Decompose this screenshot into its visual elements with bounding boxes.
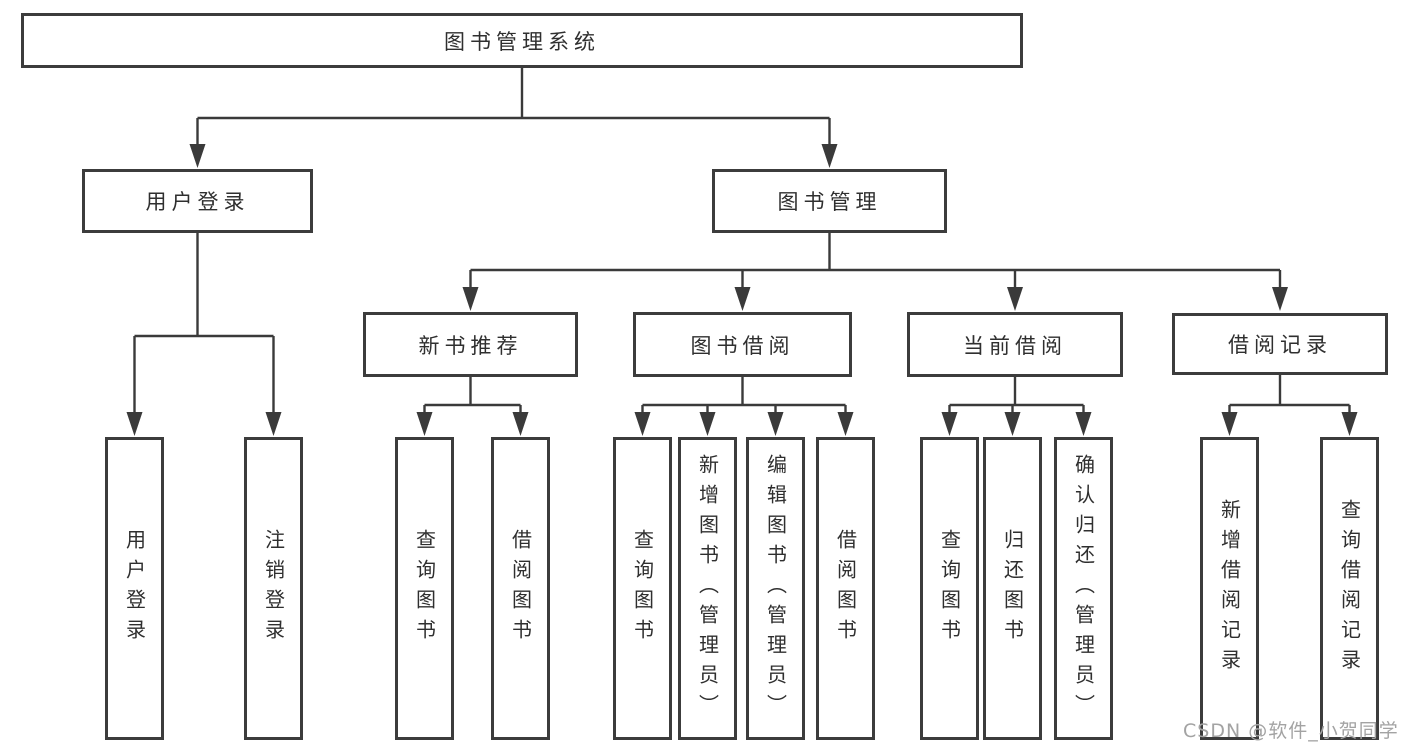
leaf-label: 查询图书 <box>412 528 437 649</box>
node-label: 图书管理 <box>777 190 882 214</box>
node-label: 图书借阅 <box>690 333 795 358</box>
leaf-label: 借阅图书 <box>508 528 533 649</box>
leaf-query-books-borrow: 查询图书 <box>613 437 672 740</box>
csdn-watermark: CSDN @软件_小贺同学 <box>1183 720 1399 742</box>
node-label: 图书管理系统 <box>444 29 600 54</box>
leaf-confirm-return-admin: 确认归还（管理员） <box>1054 437 1113 740</box>
leaf-user-login: 用户登录 <box>105 437 164 740</box>
node-library-management-system: 图书管理系统 <box>21 13 1023 68</box>
leaf-label: 注销登录 <box>261 528 286 649</box>
leaf-return-books: 归还图书 <box>983 437 1042 740</box>
leaf-borrow-books-recommend: 借阅图书 <box>491 437 550 740</box>
leaf-query-borrow-record: 查询借阅记录 <box>1320 437 1379 740</box>
node-user-login: 用户登录 <box>82 169 313 233</box>
node-book-management: 图书管理 <box>712 169 947 233</box>
leaf-borrow-books: 借阅图书 <box>816 437 875 740</box>
node-label: 当前借阅 <box>963 333 1067 358</box>
leaf-query-books-recommend: 查询图书 <box>395 437 454 740</box>
node-label: 借阅记录 <box>1228 333 1332 357</box>
leaf-label: 查询图书 <box>630 528 655 649</box>
leaf-label: 用户登录 <box>122 528 147 649</box>
leaf-add-borrow-record: 新增借阅记录 <box>1200 437 1259 740</box>
node-label: 新书推荐 <box>418 333 523 358</box>
node-borrowing-records: 借阅记录 <box>1172 313 1388 375</box>
leaf-logout: 注销登录 <box>244 437 303 740</box>
leaf-label: 借阅图书 <box>833 528 858 649</box>
leaf-label: 查询借阅记录 <box>1337 498 1362 679</box>
leaf-query-books-current: 查询图书 <box>920 437 979 740</box>
leaf-label: 编辑图书（管理员） <box>763 453 788 724</box>
leaf-label: 查询图书 <box>937 528 962 649</box>
node-label: 用户登录 <box>145 190 250 214</box>
connector-strokes <box>133 68 1351 414</box>
leaf-edit-books-admin: 编辑图书（管理员） <box>746 437 805 740</box>
leaf-label: 归还图书 <box>1000 528 1025 649</box>
leaf-label: 新增借阅记录 <box>1217 498 1242 679</box>
node-book-borrowing: 图书借阅 <box>633 312 852 377</box>
node-new-book-recommendation: 新书推荐 <box>363 312 578 377</box>
leaf-add-books-admin: 新增图书（管理员） <box>678 437 737 740</box>
arrowheads <box>126 144 1358 436</box>
leaf-label: 确认归还（管理员） <box>1071 453 1096 724</box>
node-current-borrowing: 当前借阅 <box>907 312 1123 377</box>
leaf-label: 新增图书（管理员） <box>695 453 720 724</box>
